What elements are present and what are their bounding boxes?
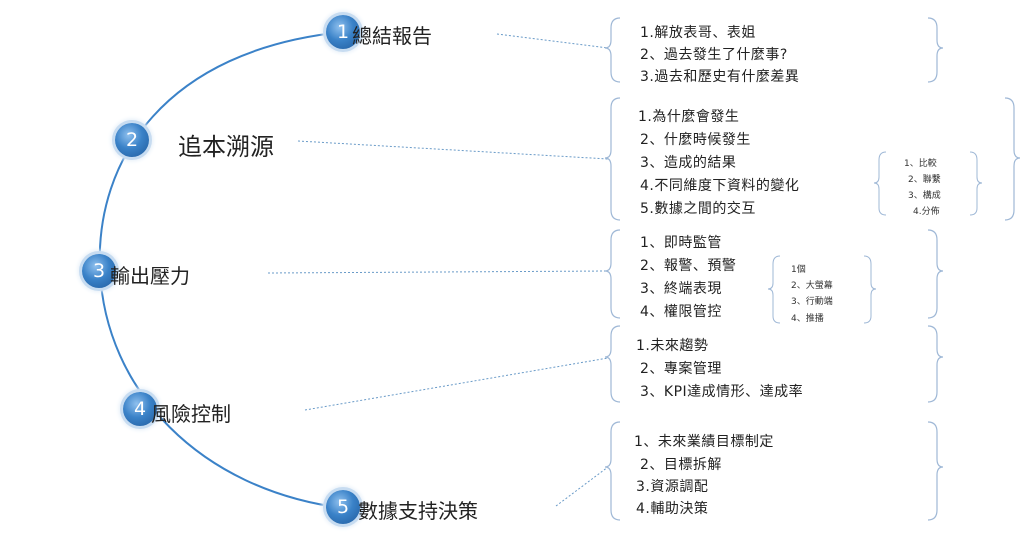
group-1-item-3: 3.過去和歷史有什麼差異 <box>640 69 800 85</box>
brace-right-2 <box>1004 97 1021 221</box>
brace-left-4 <box>604 325 621 403</box>
group-2-sub-4: 4.分佈 <box>913 207 940 217</box>
connector-5 <box>555 466 609 507</box>
group-4-item-3: 3、KPI達成情形、達成率 <box>640 384 804 400</box>
group-5-item-2: 2、目標拆解 <box>640 457 722 473</box>
group-2-item-4: 4.不同維度下資料的變化 <box>640 178 800 194</box>
node-4-circle: 4 <box>123 392 157 426</box>
node-3-number: 3 <box>92 260 106 282</box>
group-3-item-1: 1、即時監管 <box>640 235 722 251</box>
node-3-circle: 3 <box>82 254 116 288</box>
node-2-circle: 2 <box>115 123 149 157</box>
group-2-item-2: 2、什麼時候發生 <box>640 132 751 148</box>
brace-left-2 <box>604 97 621 221</box>
group-4-item-2: 2、專案管理 <box>640 361 722 377</box>
sub-brace-left-3 <box>767 255 781 324</box>
sub-brace-right-2 <box>969 151 983 216</box>
group-5-item-3: 3.資源調配 <box>636 479 709 495</box>
brace-right-4 <box>927 325 944 403</box>
group-2-item-3: 3、造成的結果 <box>640 155 737 171</box>
group-2-item-5: 5.數據之間的交互 <box>640 201 756 217</box>
brace-left-1 <box>604 17 621 83</box>
node-4-number: 4 <box>133 398 147 420</box>
group-3-sub-2: 2、大螢幕 <box>791 281 833 291</box>
connector-4 <box>304 357 609 411</box>
node-2-number: 2 <box>125 129 139 151</box>
group-3-item-3: 3、終端表現 <box>640 281 722 297</box>
node-1-number: 1 <box>336 21 350 43</box>
node-1-circle: 1 <box>326 15 360 49</box>
connector-3 <box>267 270 609 274</box>
brace-left-3 <box>604 229 621 319</box>
group-3-item-4: 4、權限管控 <box>640 304 722 320</box>
group-3-sub-1: 1個 <box>791 265 806 275</box>
group-3-item-2: 2、報警、預警 <box>640 258 737 274</box>
sub-brace-left-2 <box>873 151 887 216</box>
group-2-sub-1: 1、比較 <box>904 159 937 169</box>
group-3-sub-3: 3、行動端 <box>791 297 833 307</box>
group-2-sub-2: 2、聯繫 <box>908 175 941 185</box>
node-4-title: 風險控制 <box>151 402 231 426</box>
node-5-circle: 5 <box>326 490 360 524</box>
group-2-item-1: 1.為什麼會發生 <box>638 109 740 125</box>
connector-2 <box>297 140 609 160</box>
node-3-title: 輸出壓力 <box>110 264 190 288</box>
group-5-item-1: 1、未來業績目標制定 <box>634 434 774 450</box>
group-1-item-2: 2、過去發生了什麼事? <box>640 47 788 63</box>
brace-right-1 <box>927 17 944 83</box>
group-2-sub-3: 3、構成 <box>908 191 941 201</box>
brace-left-5 <box>604 421 621 521</box>
group-5-item-4: 4.輔助決策 <box>636 501 709 517</box>
sub-brace-right-3 <box>863 255 877 324</box>
group-1-item-1: 1.解放表哥、表姐 <box>640 25 756 41</box>
node-2-title: 追本溯源 <box>178 133 274 161</box>
group-3-sub-4: 4、推播 <box>791 314 824 324</box>
connector-1 <box>496 33 609 49</box>
brace-right-5 <box>927 421 944 521</box>
group-4-item-1: 1.未來趨勢 <box>636 338 709 354</box>
node-5-title: 數據支持決策 <box>358 499 478 523</box>
node-1-title: 總結報告 <box>352 24 432 48</box>
brace-right-3 <box>927 229 944 319</box>
node-5-number: 5 <box>336 496 350 518</box>
